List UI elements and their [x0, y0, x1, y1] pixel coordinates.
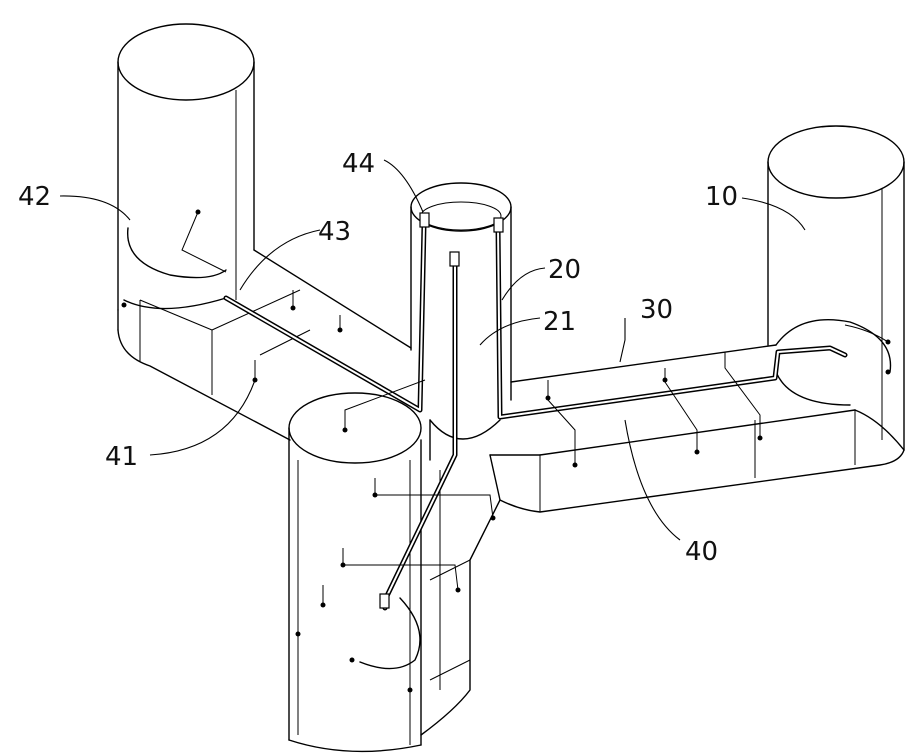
column-right [768, 126, 904, 450]
sensor-points [122, 210, 891, 693]
label-42: 42 [18, 182, 51, 212]
column-back-left [118, 24, 254, 310]
label-44: 44 [342, 149, 375, 179]
pontoon-arm-left [118, 250, 412, 440]
label-20: 20 [548, 255, 581, 285]
label-10: 10 [705, 182, 738, 212]
label-40: 40 [685, 537, 718, 567]
label-21: 21 [543, 307, 576, 337]
label-30: 30 [640, 295, 673, 325]
leader-lines [60, 160, 888, 540]
reference-labels: 42 43 44 10 20 21 30 40 41 [18, 149, 738, 567]
label-41: 41 [105, 442, 138, 472]
pipeline-network [226, 213, 845, 608]
label-43: 43 [318, 217, 351, 247]
pontoon-arm-front [421, 420, 500, 735]
column-front [289, 393, 421, 751]
pontoon-arm-right [490, 345, 904, 512]
